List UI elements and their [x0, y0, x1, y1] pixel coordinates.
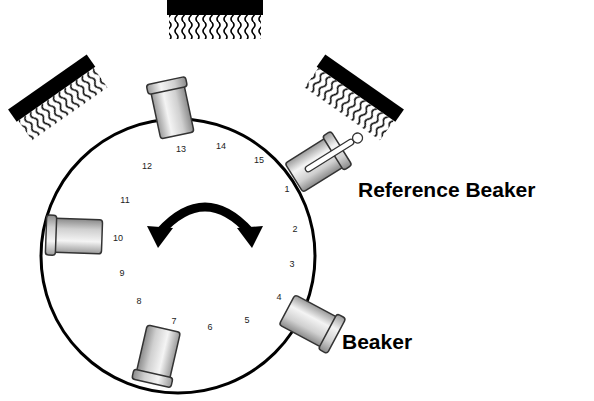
position-number: 11	[120, 196, 129, 205]
position-number: 3	[289, 260, 294, 269]
position-number: 9	[119, 269, 124, 278]
position-number: 6	[207, 323, 212, 332]
turntable	[41, 119, 315, 393]
beaker	[278, 292, 346, 354]
part-label: Beaker	[342, 330, 412, 353]
position-number: 4	[276, 293, 281, 302]
position-number: 7	[171, 317, 176, 326]
part-label: Reference Beaker	[358, 178, 535, 201]
heat-lamp	[303, 54, 404, 141]
position-number: 1	[284, 185, 289, 194]
beaker	[45, 215, 102, 257]
heat-lamp	[167, 0, 263, 39]
position-number: 10	[113, 234, 123, 243]
position-number: 8	[136, 297, 141, 306]
position-number: 12	[142, 162, 152, 171]
position-number: 15	[254, 156, 264, 165]
position-number: 5	[244, 316, 249, 325]
position-number: 14	[216, 142, 226, 151]
position-number: 13	[176, 145, 186, 154]
beaker	[146, 76, 197, 139]
position-number: 2	[292, 225, 297, 234]
beaker	[132, 324, 184, 388]
heat-lamp	[8, 54, 109, 141]
rotation-arrow	[147, 207, 263, 248]
